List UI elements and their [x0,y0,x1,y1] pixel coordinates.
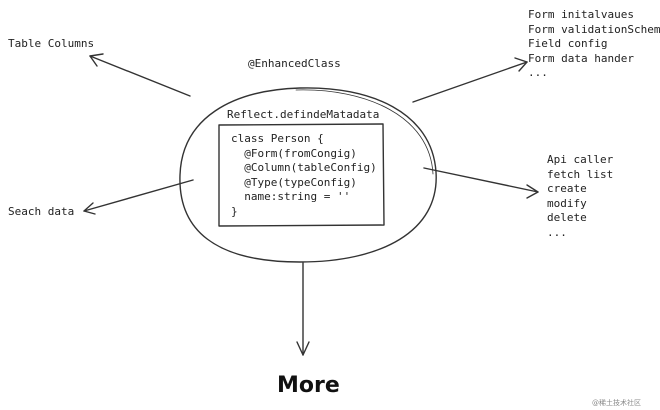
arrow-search-data [83,179,194,212]
code-block: class Person { @Form(fromCongig) @Column… [231,132,377,219]
table-columns-label: Table Columns [8,37,95,50]
api-item: ... [547,225,567,239]
api-item: create [547,182,587,195]
form-item: Form validationSchema [528,22,660,36]
reflect-label: Reflect.defindeMatadata [227,108,380,121]
arrow-api-group [423,167,539,193]
search-data-label: Seach data [8,205,75,218]
arrow-more-head [296,341,310,356]
form-item: Field config [528,37,608,50]
api-item: modify [547,196,587,210]
api-item: fetch list [547,167,614,181]
code-line: @Column(tableConfig) [231,161,377,174]
form-item: Form initalvaues [528,8,634,21]
center-ellipse [179,87,437,263]
api-item: Api caller [547,153,614,166]
watermark: @稀土技术社区 [592,399,641,407]
arrow-table-columns-head [89,53,104,67]
arrow-table-columns [89,55,191,97]
code-line: } [231,204,238,218]
code-line: @Form(fromCongig) [231,146,357,160]
arrow-form-group-head [514,57,528,72]
arrow-search-data-head [83,202,96,215]
code-line: @Type(typeConfig) [231,175,357,189]
decorator-label: @EnhancedClass [248,57,341,70]
form-item: ... [528,66,548,79]
code-line: class Person { [231,132,324,145]
form-group-list: Form initalvaues Form validationSchema F… [528,8,660,81]
center-ellipse-overstroke [295,89,434,175]
more-label: More [277,373,340,398]
arrow-form-group [412,61,528,103]
form-item: Form data hander [528,51,634,65]
api-item: delete [547,211,587,224]
api-group-list: Api caller fetch list create modify dele… [547,153,613,240]
code-line: name:string = '' [231,190,351,203]
arrow-api-group-head [526,184,539,199]
code-box [218,123,385,227]
